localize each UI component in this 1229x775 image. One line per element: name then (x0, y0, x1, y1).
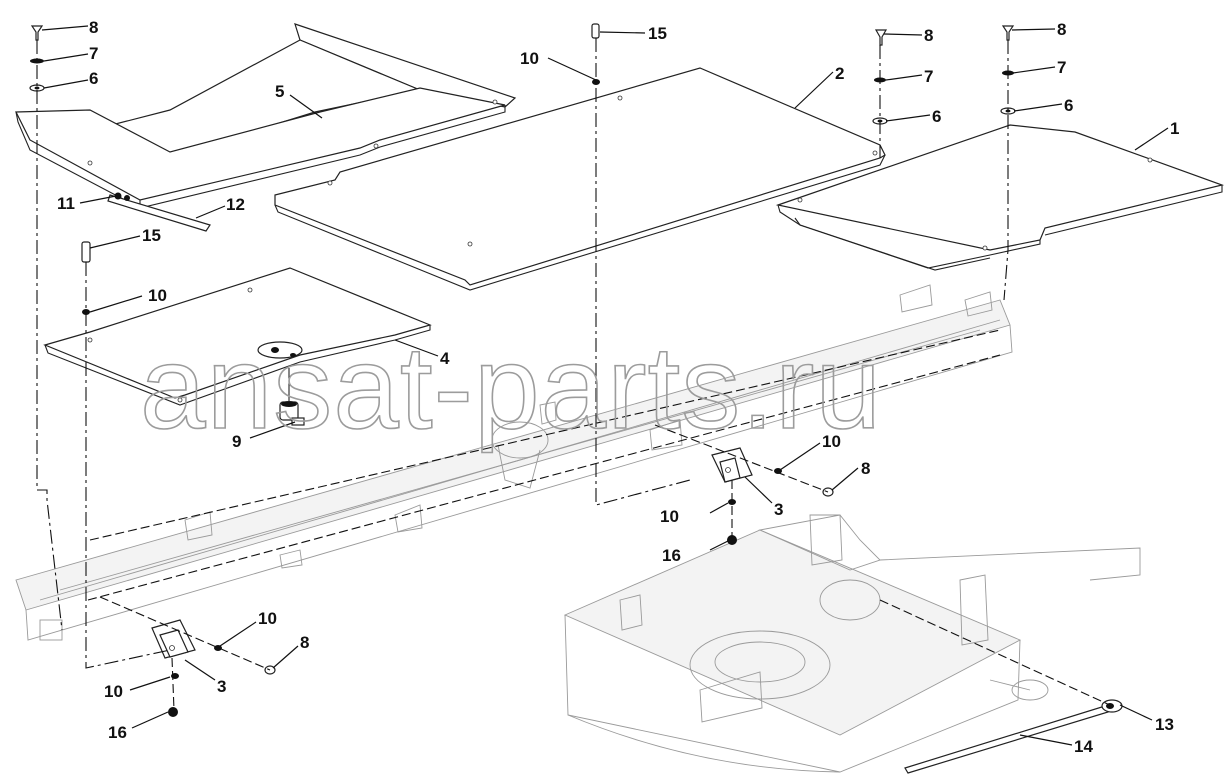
callout-8-top-left: 8 (89, 18, 98, 37)
callout-13: 13 (1155, 715, 1174, 734)
callout-10-hinge-right-b: 10 (660, 507, 679, 526)
callout-6-top-mid: 6 (932, 107, 941, 126)
callout-10-hinge-left-b: 10 (104, 682, 123, 701)
callout-7-top-mid: 7 (924, 67, 933, 86)
callout-15-left: 15 (142, 226, 161, 245)
callout-7-top-left: 7 (89, 44, 98, 63)
fasteners-left-panel (81, 241, 91, 315)
callout-2: 2 (835, 64, 844, 83)
callout-8-top-right: 8 (1057, 20, 1066, 39)
callout-5: 5 (275, 82, 284, 101)
callout-8-hinge-right: 8 (861, 459, 870, 478)
leader-lines (41, 25, 1169, 746)
callout-8-top-mid: 8 (924, 26, 933, 45)
panel-5 (15, 23, 517, 209)
callout-6-top-left: 6 (89, 69, 98, 88)
callout-15-top-center: 15 (648, 24, 667, 43)
callout-8-hinge-left: 8 (300, 633, 309, 652)
callout-4: 4 (440, 349, 450, 368)
callout-3-hinge-right: 3 (774, 500, 783, 519)
callout-10-hinge-left-a: 10 (258, 609, 277, 628)
callout-10-top-center: 10 (520, 49, 539, 68)
hinge-left (151, 619, 276, 675)
callout-7-top-right: 7 (1057, 58, 1066, 77)
chassis-frame (15, 284, 1141, 773)
callouts: 8 7 6 5 11 12 15 10 4 9 10 15 2 8 7 6 8 … (57, 18, 1179, 756)
part-11-fastener (114, 192, 130, 201)
panel-2 (274, 67, 886, 291)
watermark-text: ansat-parts.ru (140, 322, 882, 454)
part-9-lock (279, 368, 305, 426)
panel-4 (43, 267, 432, 406)
callout-12: 12 (226, 195, 245, 214)
hinge-right (711, 447, 834, 497)
callout-9: 9 (232, 432, 241, 451)
callout-11: 11 (57, 194, 75, 213)
callout-10-hinge-right-a: 10 (822, 432, 841, 451)
panel-1 (775, 124, 1225, 271)
callout-3-hinge-left: 3 (217, 677, 226, 696)
callout-16-hinge-right: 16 (662, 546, 681, 565)
part-12-bar (107, 194, 211, 232)
callout-14: 14 (1074, 737, 1093, 756)
callout-6-top-right: 6 (1064, 96, 1073, 115)
callout-10-left-panel: 10 (148, 286, 167, 305)
assembly-lines (36, 38, 1113, 711)
callout-1: 1 (1170, 119, 1179, 138)
callout-16-hinge-left: 16 (108, 723, 127, 742)
